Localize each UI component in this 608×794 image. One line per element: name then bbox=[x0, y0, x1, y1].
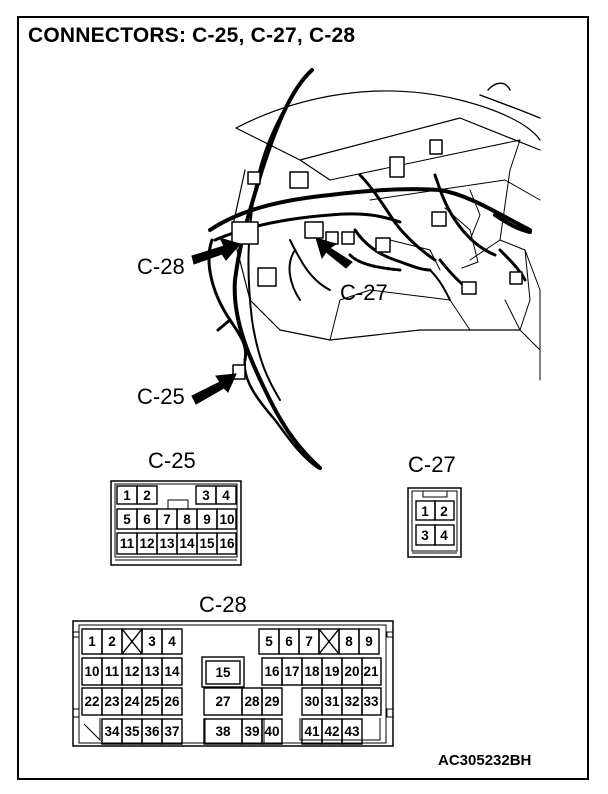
empty-cavity-marks bbox=[121, 628, 340, 655]
c28-pin-34: 34 bbox=[104, 724, 120, 739]
connector-c28-label: C-28 bbox=[199, 592, 247, 617]
c28-pin-38: 38 bbox=[215, 724, 231, 739]
c28-pin-26: 26 bbox=[164, 694, 180, 709]
c28-pin-18: 18 bbox=[304, 664, 320, 679]
arrow-c25 bbox=[191, 373, 237, 405]
c27-pin-4: 4 bbox=[440, 528, 448, 543]
c25-pin-9: 9 bbox=[203, 512, 211, 527]
c27-pin-3: 3 bbox=[421, 528, 429, 543]
c25-pin-2: 2 bbox=[143, 488, 151, 503]
c28-pin-17: 17 bbox=[284, 664, 299, 679]
callout-c28: C-28 bbox=[137, 254, 185, 279]
c28-pin-23: 23 bbox=[104, 694, 120, 709]
figure-code: AC305232BH bbox=[438, 752, 532, 769]
c28-pin-42: 42 bbox=[324, 724, 339, 739]
c28-pin-40: 40 bbox=[264, 724, 279, 739]
c28-pin-21: 21 bbox=[363, 664, 379, 679]
c28-pin-41: 41 bbox=[304, 724, 320, 739]
c28-pin-30: 30 bbox=[304, 694, 319, 709]
c28-pin-25: 25 bbox=[144, 694, 160, 709]
c28-pin-33: 33 bbox=[363, 694, 379, 709]
c28-pin-35: 35 bbox=[124, 724, 140, 739]
callout-c27: C-27 bbox=[340, 280, 388, 305]
c28-pin-22: 22 bbox=[84, 694, 99, 709]
c28-pin-43: 43 bbox=[344, 724, 360, 739]
c27-pin-1: 1 bbox=[421, 504, 429, 519]
c28-pin-28: 28 bbox=[244, 694, 260, 709]
c28-pin-14: 14 bbox=[164, 664, 180, 679]
c25-pin-10: 10 bbox=[219, 512, 234, 527]
c28-pin-12: 12 bbox=[124, 664, 139, 679]
dashboard-illustration bbox=[207, 68, 541, 470]
c28-pin-24: 24 bbox=[124, 694, 140, 709]
c25-pin-16: 16 bbox=[219, 536, 235, 551]
c25-pin-4: 4 bbox=[222, 488, 230, 503]
callout-arrows bbox=[191, 237, 353, 405]
c28-pin-29: 29 bbox=[264, 694, 279, 709]
callout-c25: C-25 bbox=[137, 384, 185, 409]
diagram-frame bbox=[17, 16, 589, 780]
c28-pin-7: 7 bbox=[305, 634, 313, 649]
c28-pin-16: 16 bbox=[264, 664, 280, 679]
c28-pin-20: 20 bbox=[344, 664, 359, 679]
c25-pin-13: 13 bbox=[159, 536, 175, 551]
arrow-c28 bbox=[191, 237, 241, 265]
c28-pin-10: 10 bbox=[84, 664, 99, 679]
c28-pin-31: 31 bbox=[324, 694, 340, 709]
c25-pin-14: 14 bbox=[179, 536, 195, 551]
c27-pin-2: 2 bbox=[440, 504, 448, 519]
c25-pin-5: 5 bbox=[123, 512, 131, 527]
c28-pin-19: 19 bbox=[324, 664, 339, 679]
connector-c25 bbox=[110, 480, 242, 566]
connector-c27 bbox=[407, 487, 462, 558]
c25-pin-8: 8 bbox=[183, 512, 191, 527]
c28-pin-5: 5 bbox=[265, 634, 273, 649]
c28-pin-13: 13 bbox=[144, 664, 160, 679]
c28-pin-6: 6 bbox=[285, 634, 293, 649]
connector-c25-label: C-25 bbox=[148, 448, 196, 473]
c28-pin-15: 15 bbox=[215, 665, 231, 680]
c28-pin-39: 39 bbox=[244, 724, 259, 739]
c28-pin-8: 8 bbox=[345, 634, 353, 649]
c25-pin-6: 6 bbox=[143, 512, 151, 527]
c28-pin-4: 4 bbox=[168, 634, 176, 649]
c28-pin-1: 1 bbox=[88, 634, 96, 649]
c28-pin-37: 37 bbox=[164, 724, 179, 739]
c28-pin-36: 36 bbox=[144, 724, 160, 739]
c25-pin-12: 12 bbox=[139, 536, 154, 551]
c28-pin-32: 32 bbox=[344, 694, 359, 709]
c25-pin-15: 15 bbox=[199, 536, 215, 551]
c28-pin-2: 2 bbox=[108, 634, 116, 649]
c28-pin-9: 9 bbox=[365, 634, 373, 649]
diagram-title: CONNECTORS: C-25, C-27, C-28 bbox=[28, 24, 356, 47]
c28-pin-11: 11 bbox=[105, 664, 120, 679]
c28-pin-27: 27 bbox=[215, 694, 230, 709]
c25-pin-1: 1 bbox=[123, 488, 131, 503]
connector-c28 bbox=[72, 620, 394, 747]
c25-pin-7: 7 bbox=[163, 512, 171, 527]
c28-pin-3: 3 bbox=[148, 634, 156, 649]
c25-pin-3: 3 bbox=[202, 488, 210, 503]
connector-c27-label: C-27 bbox=[408, 452, 456, 477]
c25-pin-11: 11 bbox=[120, 536, 135, 551]
arrow-c27 bbox=[315, 237, 353, 269]
